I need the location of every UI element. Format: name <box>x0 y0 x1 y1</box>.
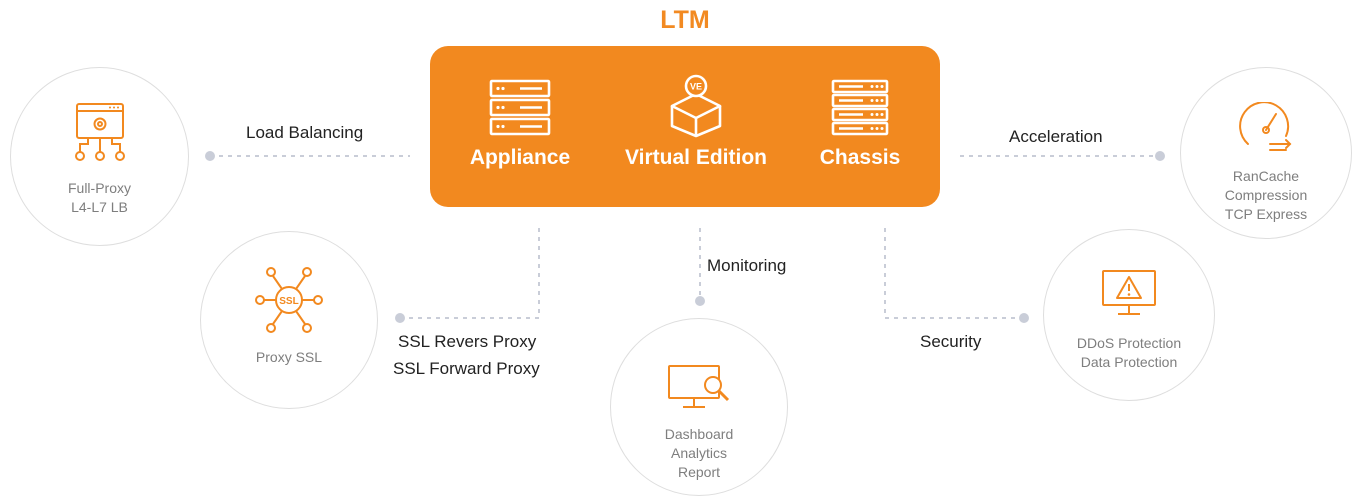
monitor-warning-icon <box>1102 270 1156 315</box>
ve-icon-text: VE <box>690 82 702 92</box>
node-line: Compression <box>1224 187 1308 203</box>
ramcache-text: RanCache Compression TCP Express <box>1181 167 1351 224</box>
full-proxy-text: Full-Proxy L4-L7 LB <box>11 179 188 217</box>
monitoring-dot <box>695 296 705 306</box>
chassis-icon <box>831 79 889 136</box>
security-dot <box>1019 313 1029 323</box>
ddos-node: DDoS Protection Data Protection <box>1043 229 1215 401</box>
acceleration-dot <box>1155 151 1165 161</box>
load-balancing-dot <box>205 151 215 161</box>
node-line: Analytics <box>670 445 728 461</box>
dashboard-node: Dashboard Analytics Report <box>610 318 788 496</box>
node-line: Report <box>677 464 721 480</box>
full-proxy-node: Full-Proxy L4-L7 LB <box>10 67 189 246</box>
dashboard-text: Dashboard Analytics Report <box>611 425 787 482</box>
node-line: Proxy SSL <box>255 349 323 365</box>
ssl-forward-label: SSL Forward Proxy <box>393 359 540 378</box>
ddos-text: DDoS Protection Data Protection <box>1044 334 1214 372</box>
platform-appliance: Appliance <box>450 46 590 207</box>
platform-virtual-edition: VE Virtual Edition <box>610 46 782 207</box>
ssl-line <box>400 228 540 319</box>
server-rack-icon <box>489 79 551 136</box>
load-balancing-label: Load Balancing <box>246 123 364 142</box>
monitor-search-icon <box>668 365 730 408</box>
platform-chassis: Chassis <box>800 46 920 207</box>
ssl-dot <box>395 313 405 323</box>
proxy-ssl-text: Proxy SSL <box>201 348 377 367</box>
platform-label: Chassis <box>819 146 901 169</box>
node-line: L4-L7 LB <box>71 199 128 215</box>
ssl-network-icon: SSL <box>255 267 323 333</box>
node-line: DDoS Protection <box>1076 335 1182 351</box>
proxy-ssl-node: SSL Proxy SSL <box>200 231 378 409</box>
speedometer-icon <box>1239 102 1292 151</box>
ve-cube-icon: VE <box>670 74 722 138</box>
monitoring-label: Monitoring <box>707 256 787 275</box>
platform-label: Appliance <box>469 146 571 169</box>
node-line: Data Protection <box>1080 354 1178 370</box>
security-line <box>884 228 1024 319</box>
load-balancer-icon <box>74 103 125 161</box>
ssl-revers-label: SSL Revers Proxy <box>398 332 537 351</box>
ssl-icon-text: SSL <box>279 296 298 307</box>
ramcache-node: RanCache Compression TCP Express <box>1180 67 1352 239</box>
diagram-title: LTM <box>660 6 710 34</box>
security-label: Security <box>920 332 982 351</box>
ltm-platform-box: Appliance VE Virtual Edition <box>430 46 940 207</box>
node-line: RanCache <box>1232 168 1300 184</box>
platform-label: Virtual Edition <box>625 146 767 169</box>
node-line: TCP Express <box>1224 206 1308 222</box>
acceleration-label: Acceleration <box>1009 127 1103 146</box>
node-line: Dashboard <box>664 426 734 442</box>
node-line: Full-Proxy <box>67 180 131 196</box>
